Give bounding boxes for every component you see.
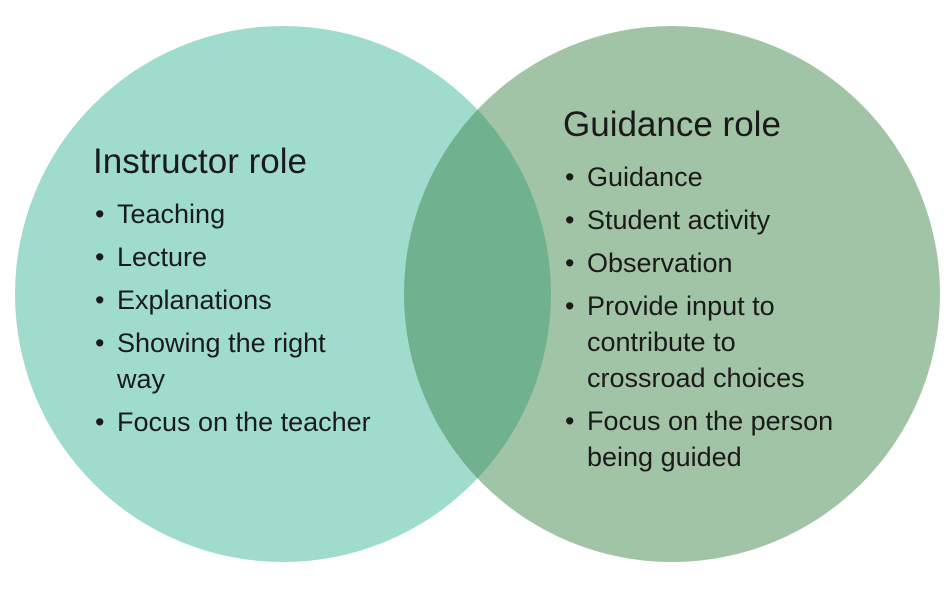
instructor-role-item: Focus on the teacher xyxy=(93,404,403,440)
instructor-role-item: Teaching xyxy=(93,196,403,232)
guidance-role-item: Observation xyxy=(563,245,863,281)
instructor-role-item: Explanations xyxy=(93,282,403,318)
guidance-role-item: Focus on the person being guided xyxy=(563,403,877,475)
guidance-role-panel: Guidance role Guidance Student activity … xyxy=(563,105,863,482)
instructor-role-item: Showing the right way xyxy=(93,325,367,397)
instructor-role-panel: Instructor role Teaching Lecture Explana… xyxy=(93,142,403,447)
guidance-role-item: Provide input to contribute to crossroad… xyxy=(563,288,837,396)
guidance-role-item: Student activity xyxy=(563,202,863,238)
instructor-role-title: Instructor role xyxy=(93,142,307,181)
instructor-role-item: Lecture xyxy=(93,239,403,275)
guidance-role-list: Guidance Student activity Observation Pr… xyxy=(563,159,863,475)
instructor-role-list: Teaching Lecture Explanations Showing th… xyxy=(93,196,403,440)
guidance-role-item: Guidance xyxy=(563,159,863,195)
guidance-role-title: Guidance role xyxy=(563,105,781,144)
